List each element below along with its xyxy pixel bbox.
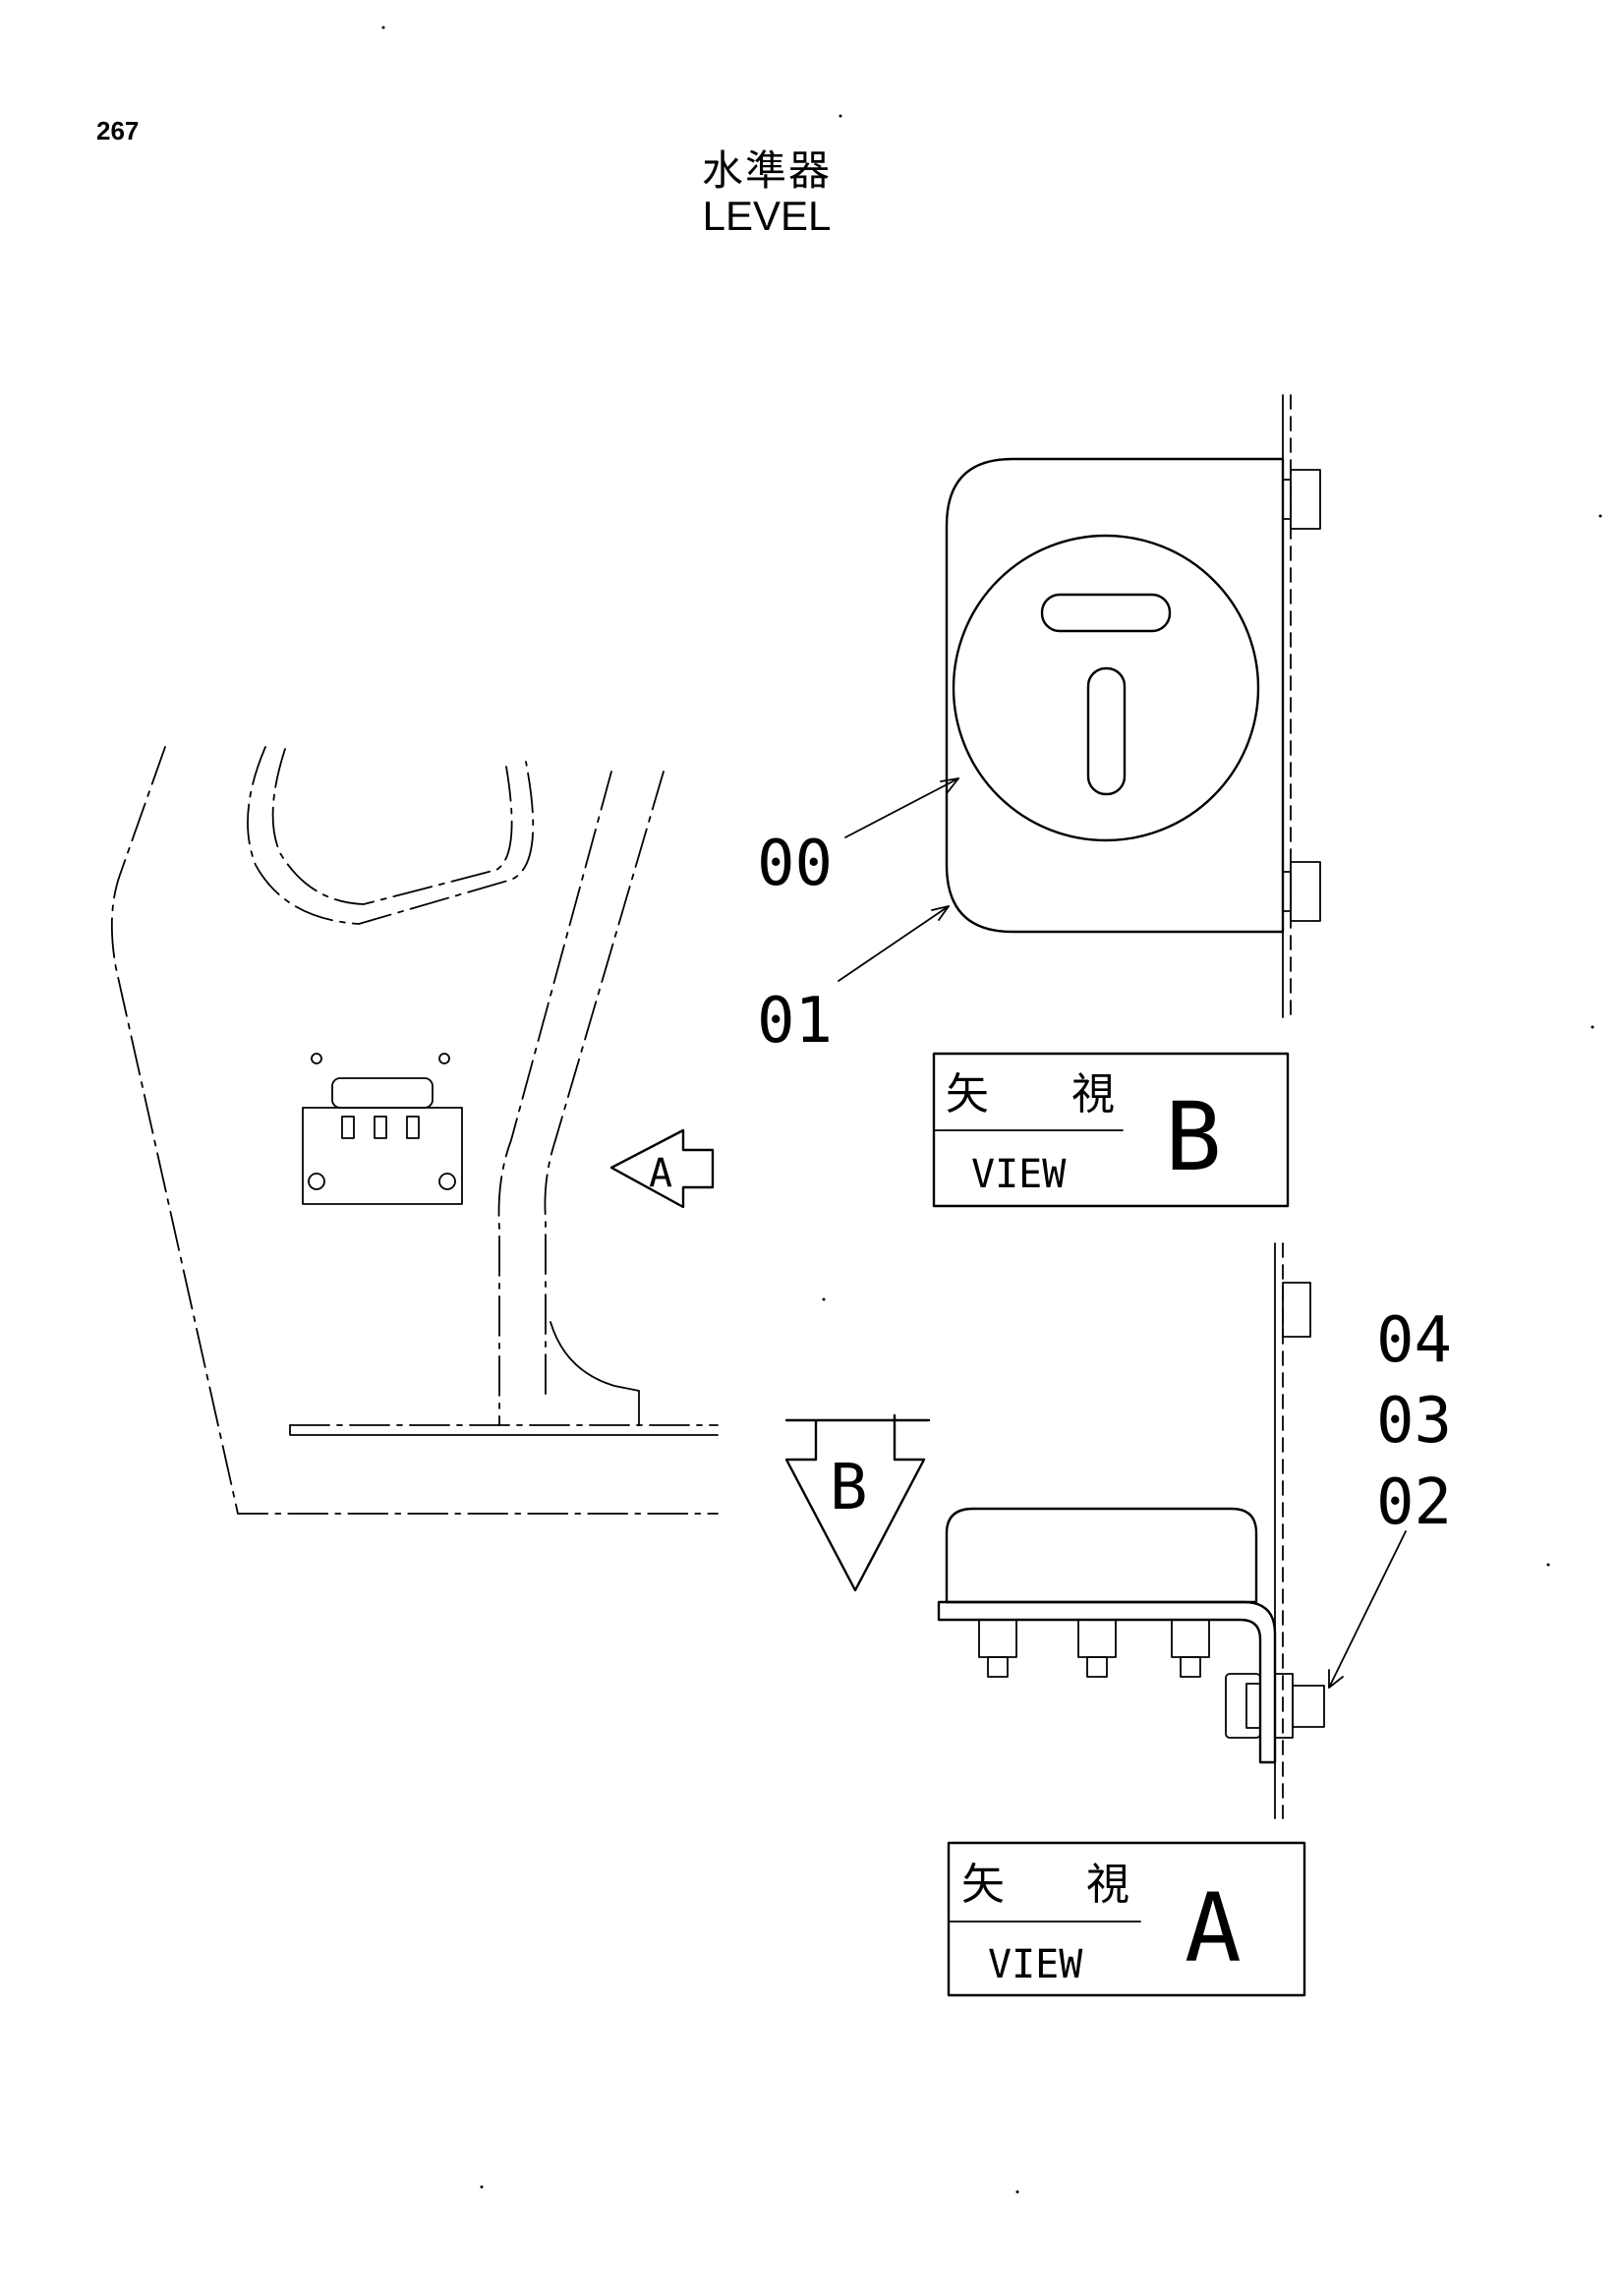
view-b-arrow: B (784, 1413, 931, 1592)
machine-frame-outline (110, 746, 719, 1515)
bolt-heads-side (1282, 469, 1321, 922)
view-a-jp-right: 視 (1086, 1860, 1129, 1910)
leader-line-view-a (1328, 1530, 1407, 1689)
bracket-plate-front (945, 457, 1285, 934)
view-b-jp-left: 矢 (946, 1069, 989, 1119)
upper-bolt-side (1282, 1282, 1311, 1338)
view-a-letter: A (1185, 1873, 1242, 1983)
part-label-03: 03 (1376, 1385, 1452, 1458)
title-japanese: 水準器 (701, 146, 832, 195)
mounting-hole (438, 1053, 450, 1064)
view-b-arrow-letter: B (830, 1452, 868, 1524)
screws-under-bracket (978, 1619, 1210, 1678)
bolt-nut-washer-side (1225, 1673, 1325, 1739)
view-a-jp-left: 矢 (961, 1860, 1005, 1910)
part-label-00: 00 (757, 828, 833, 900)
part-label-02: 02 (1376, 1466, 1452, 1539)
level-assembly-side-small (302, 1077, 463, 1205)
view-a-en: VIEW (988, 1942, 1083, 1987)
title-english: LEVEL (702, 193, 832, 239)
part-label-01: 01 (757, 985, 833, 1058)
level-body-side (945, 1507, 1258, 1604)
view-a-label-box: 矢 視 VIEW A (947, 1841, 1306, 1997)
leader-lines-view-b (838, 777, 959, 982)
view-b-letter: B (1165, 1082, 1222, 1192)
page-number: 267 (96, 116, 140, 145)
part-label-04: 04 (1376, 1304, 1452, 1377)
l-bracket-side (937, 1600, 1277, 1764)
view-b-en: VIEW (971, 1152, 1067, 1197)
view-b-jp-right: 視 (1071, 1069, 1115, 1119)
view-a-arrow: A (609, 1128, 715, 1209)
level-vial-face (952, 534, 1260, 842)
mounting-hole (311, 1053, 322, 1064)
view-a-arrow-letter: A (649, 1151, 672, 1196)
view-b-label-box: 矢 視 VIEW B (932, 1052, 1290, 1208)
scan-specks (381, 26, 1602, 2194)
